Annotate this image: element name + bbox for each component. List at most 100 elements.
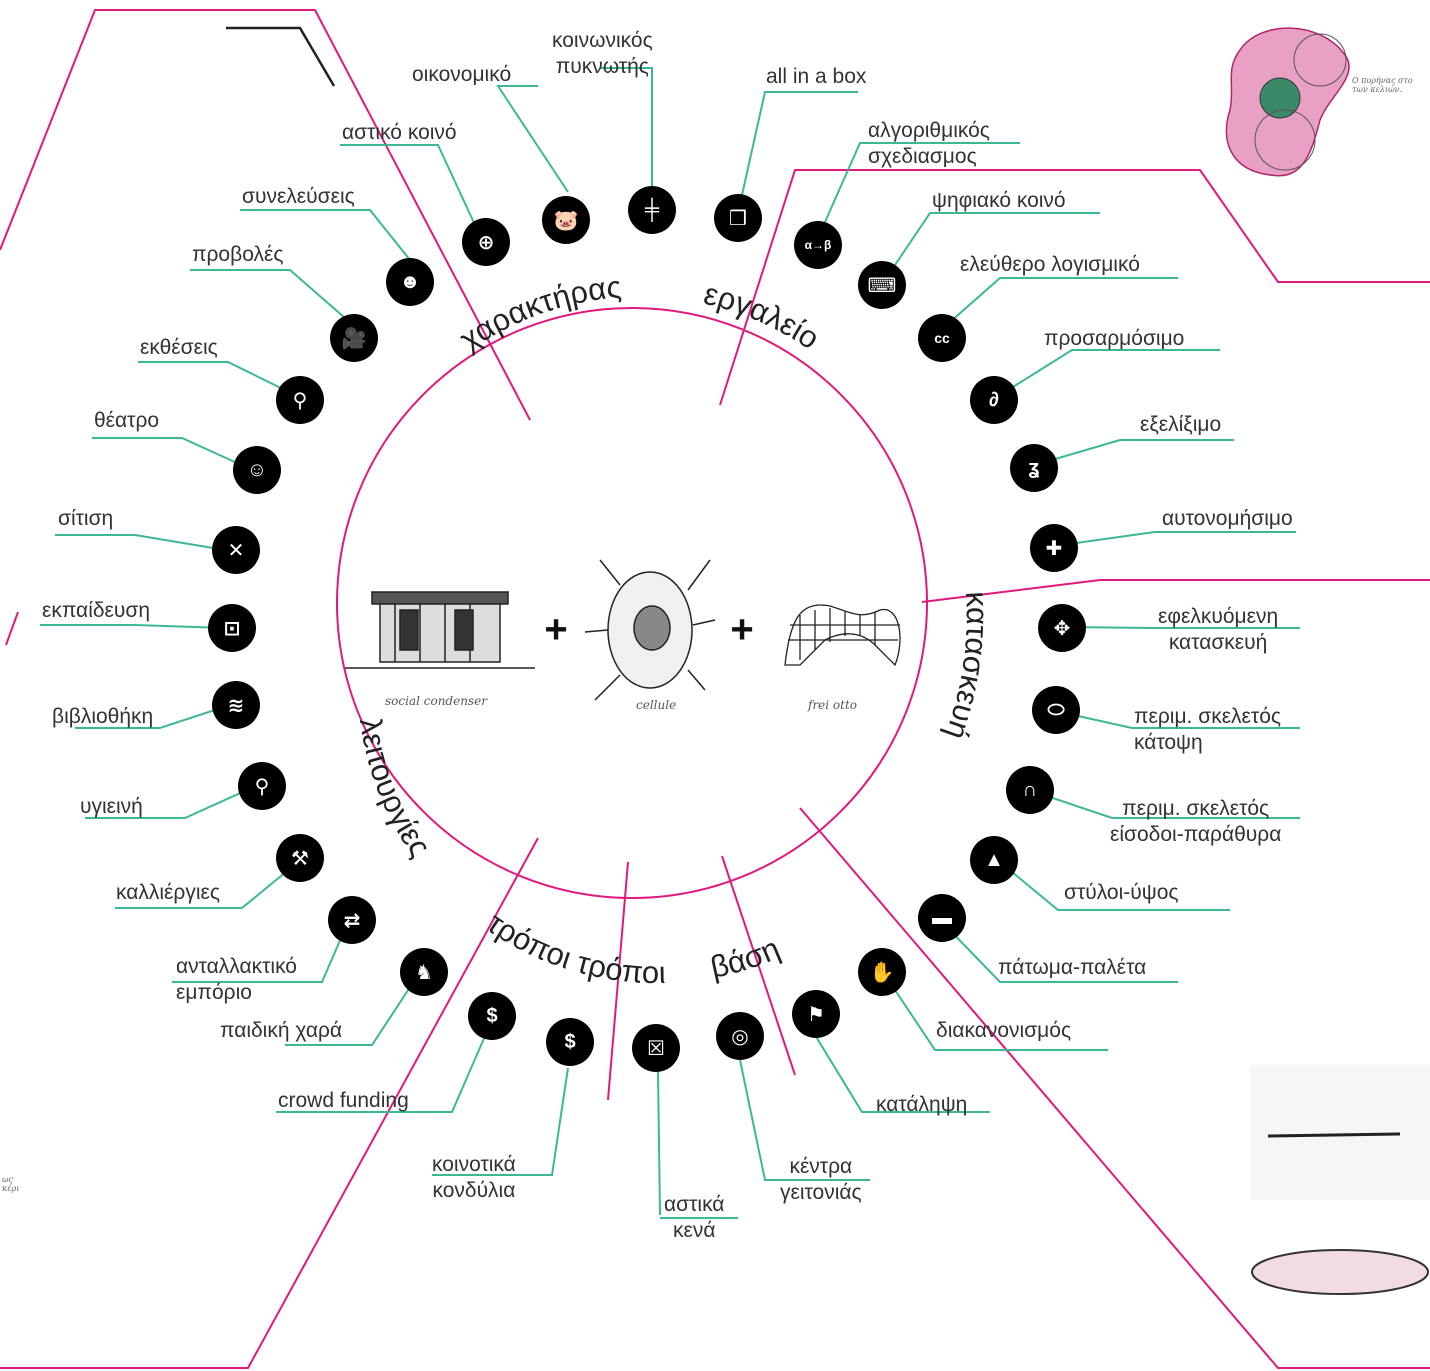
leader-astika-kena <box>657 1071 661 1216</box>
leader-autonomisimo <box>1061 531 1296 546</box>
arc-label-tool: εργαλείο <box>701 276 826 356</box>
capacitor-icon: ╪ <box>628 186 676 234</box>
label-oikonomiko: οικονομικό <box>412 63 512 86</box>
leader-ektheseis <box>138 361 296 396</box>
books-stack-icon: ≋ <box>212 681 260 729</box>
label-ekpaideusi: εκπαίδευση <box>42 599 151 622</box>
handshake-icon: ✋ <box>858 948 906 996</box>
dna-icon: ʓ <box>1010 444 1058 492</box>
label-ygieini: υγιεινή <box>80 795 143 818</box>
creative-commons-icon: cc <box>918 314 966 362</box>
scribble-note-topright: Ο πυρήνας στο των κελιών. <box>1352 76 1413 94</box>
frame-line-bottom-a <box>607 861 629 1101</box>
leader-skeletos-eisodoi <box>1034 791 1300 819</box>
arc-label-character: χαρακτήρας <box>453 269 623 357</box>
label-eleuthero: ελεύθερο λογισμικό <box>960 253 1140 276</box>
leader-efelkyomeni <box>1064 626 1300 629</box>
assembly-people-icon: ☻ <box>386 258 434 306</box>
teal-leader-lines <box>40 67 1300 1219</box>
playground-duck-icon: ♞ <box>400 948 448 996</box>
arc-label-function: λειτουργίες <box>353 716 438 863</box>
puzzle-piece-icon: ✚ <box>1030 524 1078 572</box>
theater-masks-icon: ☺ <box>233 446 281 494</box>
leader-psifiako <box>894 212 1100 266</box>
label-katalipsi: κατάληψη <box>876 1093 968 1116</box>
leader-theatro <box>92 437 249 469</box>
plus-sign-2: + <box>730 607 754 652</box>
leader-exeliximo <box>1044 439 1234 463</box>
cellule-sketch <box>584 559 716 701</box>
leader-styloi <box>999 861 1230 911</box>
leader-crowd <box>276 1019 493 1113</box>
leader-prosarmosimo <box>1004 349 1220 393</box>
leader-antallaktiko <box>172 921 349 983</box>
pink-sketch-topright <box>1225 27 1350 177</box>
label-ektheseis: εκθέσεις <box>140 336 218 359</box>
caption-social-condenser: social condenser <box>385 694 487 708</box>
frame-line-top-left <box>0 9 531 421</box>
digital-user-icon: ⌨ <box>858 261 906 309</box>
label-exeliximo: εξελίξιμο <box>1140 413 1222 436</box>
community-network-icon: ⊕ <box>462 218 510 266</box>
leader-paidiki <box>285 974 419 1046</box>
telescope-exhibit-icon: ⚲ <box>276 376 324 424</box>
leader-vivliothiki <box>75 704 231 729</box>
frame-line-bottom-b <box>721 855 796 1076</box>
leader-skeletos-katopsi <box>1059 711 1300 729</box>
open-box-icon: ❒ <box>714 194 762 242</box>
leader-patoma <box>939 919 1178 983</box>
leader-eleuthero <box>949 277 1178 323</box>
leader-kentra <box>739 1059 870 1181</box>
arched-frame-icon: ∩ <box>1006 766 1054 814</box>
money-hand-icon: $ <box>546 1018 594 1066</box>
exchange-people-icon: ⇄ <box>328 896 376 944</box>
spoon-fork-icon: ✕ <box>212 526 260 574</box>
frame-line-bottom-right <box>799 807 1430 1369</box>
label-paidiki: παιδική χαρά <box>220 1019 343 1042</box>
frame-line-right <box>921 579 1430 603</box>
label-allinabox: all in a box <box>766 65 867 88</box>
neighborhood-rings-icon: ◎ <box>716 1012 764 1060</box>
label-styloi: στύλοι-ύψος <box>1064 881 1179 904</box>
leader-ygieini <box>85 784 259 819</box>
arc-label-construction: κατασκευή <box>939 591 995 745</box>
leader-allinabox <box>741 91 858 196</box>
chameleon-icon: ∂ <box>970 376 1018 424</box>
sketch-panel-bottomright <box>1250 1065 1430 1200</box>
label-provoles: προβολές <box>192 243 284 266</box>
magenta-frame-lines <box>0 9 1430 1369</box>
leader-ekpaideusi <box>40 624 226 629</box>
frame-line-left-stub <box>5 611 19 646</box>
leader-oikonomiko <box>496 85 569 193</box>
algorithm-icon: α→β <box>794 221 842 269</box>
caption-cellule: cellule <box>636 698 677 712</box>
frei-otto-sketch <box>784 604 901 667</box>
label-kallierg: καλλιέργιες <box>116 881 221 904</box>
frame-line-top-right <box>719 169 1430 406</box>
leader-katalipsi <box>814 1034 990 1113</box>
label-psifiako: ψηφιακό κοινό <box>932 189 1066 212</box>
frame-line-bottom-left <box>0 837 539 1369</box>
leader-provoles <box>190 269 346 319</box>
perimeter-plan-icon: ⬭ <box>1032 686 1080 734</box>
leader-algorithmikos <box>824 142 1020 223</box>
label-autonomisimo: αυτονομήσιμο <box>1162 507 1293 530</box>
label-vivliothiki: βιβλιοθήκη <box>52 705 154 728</box>
tension-structure-icon: ✥ <box>1038 604 1086 652</box>
label-syneleuseis: συνελεύσεις <box>242 185 355 208</box>
leader-kallierg <box>115 861 299 909</box>
piggy-bank-icon: 🐷 <box>542 196 590 244</box>
label-theatro: θέατρο <box>94 409 160 432</box>
arc-label-ways: τρόποι τρόποι <box>481 905 666 990</box>
reading-person-icon: ⊡ <box>208 604 256 652</box>
empty-lot-icon: ☒ <box>632 1024 680 1072</box>
